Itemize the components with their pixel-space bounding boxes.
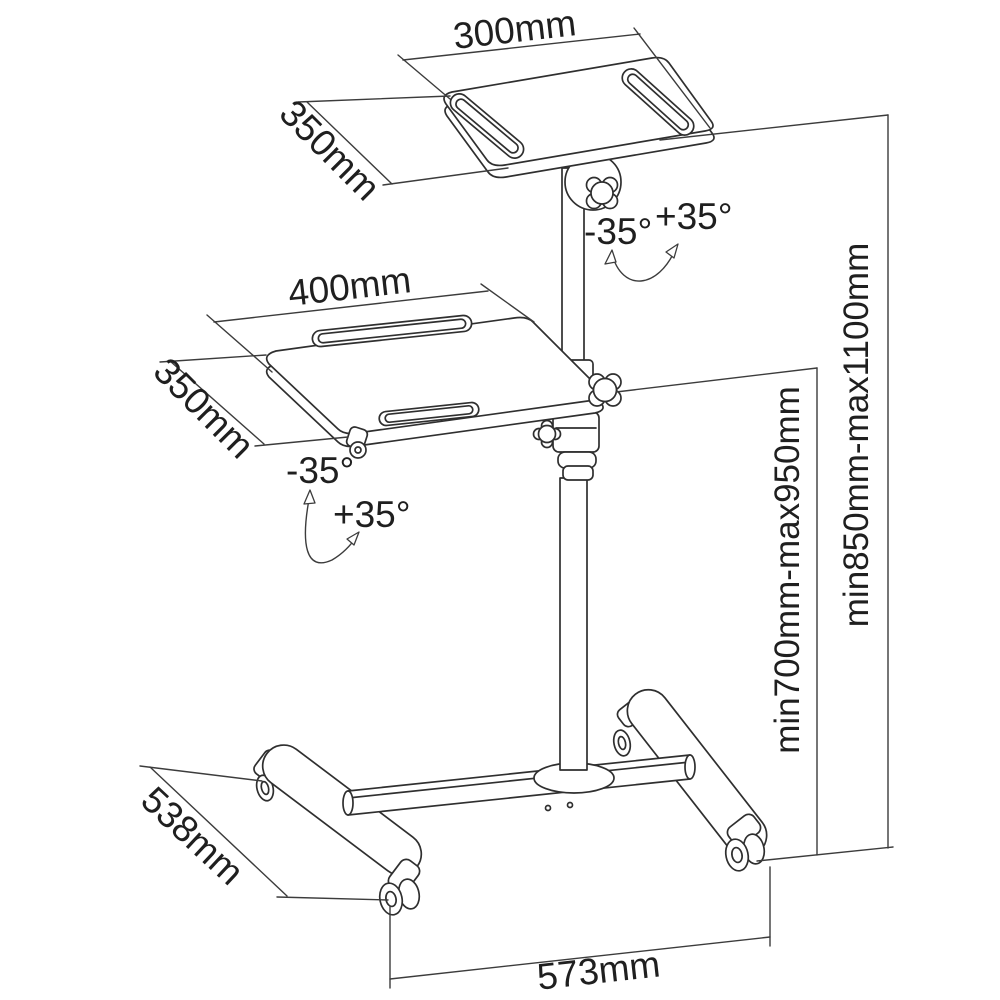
trolley-base [253, 688, 768, 916]
height-clamp-collar [532, 411, 600, 481]
dim-overall-height-range: min850mm-max1100mm [659, 114, 894, 862]
platform-rail [378, 401, 480, 427]
base-width-label: 573mm [535, 943, 662, 997]
platform-rail [311, 314, 473, 348]
tilt-knob [585, 176, 619, 210]
base-rail-left [253, 744, 423, 916]
dim-base-width: 573mm [389, 866, 771, 998]
top-platform-depth-label: 350mm [272, 92, 388, 208]
tilt-arc [304, 493, 358, 564]
pole-lower-tube [559, 477, 588, 771]
platform-front-clip [345, 426, 369, 459]
arrowhead-icon [303, 489, 316, 505]
tilt-arc [611, 247, 677, 282]
platform-rail [621, 68, 695, 136]
top-tilt-negative-label: -35° [584, 211, 652, 252]
dim-lower-tilt-range: -35° +35° [286, 450, 411, 564]
dim-lower-platform-height-range: min700mm-max950mm [615, 367, 818, 856]
height-clamp-knob [532, 419, 562, 449]
lower-tilt-negative-label: -35° [286, 450, 354, 491]
lower-platform-width-label: 400mm [286, 259, 413, 314]
arrowhead-icon [665, 243, 679, 259]
top-tilt-positive-label: +35° [655, 196, 733, 237]
tilt-knob [588, 373, 622, 407]
arrowhead-icon [604, 249, 617, 265]
upper-platform [443, 56, 715, 211]
platform-rail [449, 93, 525, 159]
caster-front-left [378, 858, 421, 916]
arrowhead-icon [346, 531, 360, 546]
lower-platform [265, 314, 622, 459]
lower-platform-height-range-label: min700mm-max950mm [768, 386, 807, 754]
dim-top-tilt-range: -35° +35° [584, 196, 733, 282]
vertical-pole [532, 167, 600, 771]
overall-height-range-label: min850mm-max1100mm [837, 243, 876, 627]
lower-platform-depth-label: 350mm [146, 350, 262, 466]
caster-front-right [724, 813, 766, 872]
base-crossbar [342, 754, 696, 816]
lower-tilt-positive-label: +35° [333, 494, 411, 535]
base-depth-label: 538mm [133, 779, 251, 893]
top-platform-width-label: 300mm [451, 2, 578, 57]
base-rail-right [612, 688, 768, 872]
